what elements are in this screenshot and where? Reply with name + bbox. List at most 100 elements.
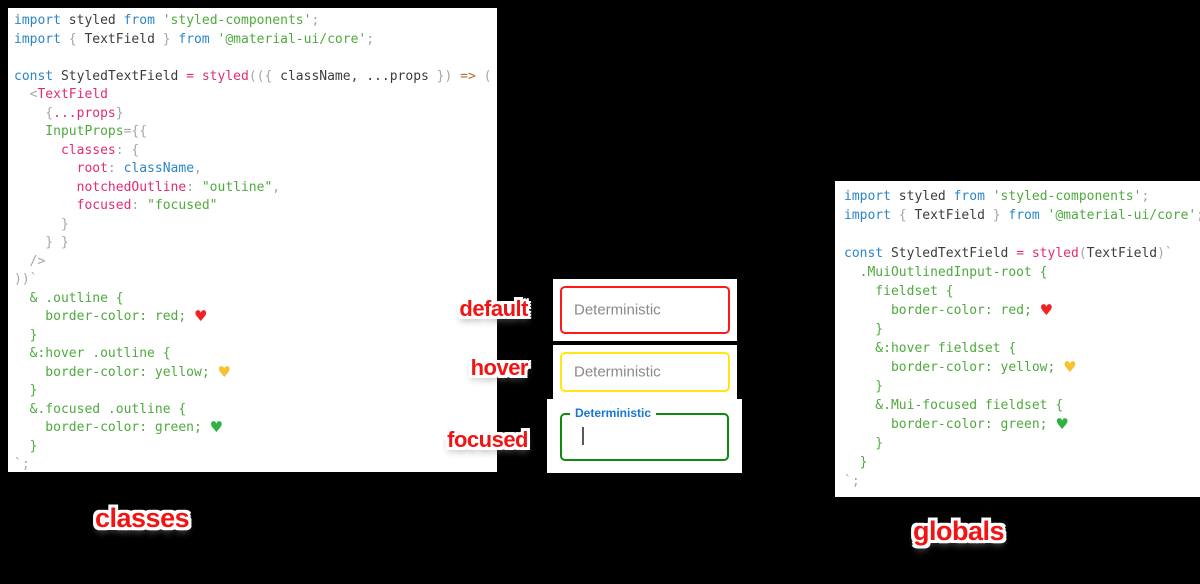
code-token: , [272,179,281,195]
code-token: { [60,31,85,47]
classes-code-panel: import styled from 'styled-components';i… [8,8,497,472]
code-line: /> [14,253,497,272]
code-token: } [115,105,124,121]
code-token: } [154,31,179,47]
textfield-default-input[interactable]: Deterministic [560,286,730,334]
code-token: "outline" [201,179,273,195]
code-token: => [452,68,476,84]
code-line: } [14,382,497,401]
code-line: border-color: yellow; ♥ [14,364,497,383]
code-line: import styled from 'styled-components'; [14,12,497,31]
code-token: `; [844,474,860,489]
code-token: (({ [248,68,281,84]
code-token: ( [1078,246,1087,261]
code-line: fieldset { [844,282,1200,301]
code-line: & .outline { [14,290,497,309]
code-line: const StyledTextField = styled(({ classN… [14,68,497,87]
code-token: &:hover fieldset { [844,341,1017,356]
code-token: } [14,216,69,232]
code-token: border-color: green; [844,417,1056,432]
code-token: } [14,327,38,343]
code-token: { [890,208,915,223]
code-token: : [107,161,124,176]
heart-red-icon: ♥ [1039,301,1054,319]
code-token: className, ...props [280,68,429,84]
code-line [844,225,1200,244]
code-token: 'styled-components' [984,189,1142,204]
textfield-focused-input[interactable]: Deterministic [560,406,729,461]
code-token: const [844,246,884,261]
state-label-default: default [459,296,528,321]
code-line: `; [844,472,1200,491]
code-token: , [194,161,202,176]
heart-green-icon: ♥ [209,418,224,436]
code-token: : [186,179,202,195]
code-line: {...props} [14,105,497,124]
code-line: border-color: green; ♥ [844,415,1200,434]
code-token: from [953,189,985,204]
textfield-hover-input[interactable]: Deterministic [560,352,730,392]
globals-caption: globals [913,516,1005,546]
textfield-focused-card: Deterministic [547,399,742,473]
code-token: border-color: red; [844,303,1040,318]
code-token: border-color: red; [14,309,195,324]
code-token: border-color: green; [14,420,210,435]
code-token: '@material-ui/core' [1039,208,1197,223]
code-token: ( [475,68,492,84]
code-token: '@material-ui/core' [209,31,367,47]
code-token: import [14,13,61,28]
code-token: notchedOutline [14,179,187,195]
code-token: ...props [53,105,116,121]
code-token: TextField [1086,246,1158,261]
textfield-focused-floating-label: Deterministic [570,406,657,420]
code-line: &:hover fieldset { [844,339,1200,358]
code-token: StyledTextField [883,246,1017,261]
textfield-hover-card: Deterministic [553,345,737,399]
code-line: ))` [14,271,497,290]
code-line: import { TextField } from '@material-ui/… [844,206,1200,225]
code-token: } [844,379,884,394]
code-token: InputProps [14,124,124,139]
code-token: & .outline { [14,290,124,306]
code-line: border-color: red; ♥ [14,308,497,327]
code-token: styled [890,189,954,204]
code-token: ; [1141,189,1150,204]
code-line: import { TextField } from '@material-ui/… [14,31,497,50]
code-line: } } [14,234,497,253]
code-line: root: className, [14,160,497,179]
text-cursor [582,427,584,445]
code-token: from [123,13,155,28]
code-token: TextField [914,208,985,223]
code-line [14,49,497,68]
textfield-hover-label: Deterministic [574,363,661,381]
code-token: )` [1157,246,1173,261]
code-line: const StyledTextField = styled(TextField… [844,244,1200,263]
code-token: /> [14,253,46,269]
code-token: } [14,438,38,454]
code-token: } [14,383,38,398]
code-token: root [14,161,108,176]
code-token: &:hover .outline { [14,346,171,361]
code-line: &.focused .outline { [14,401,497,420]
heart-red-icon: ♥ [194,307,208,325]
code-line: } [14,438,497,457]
code-token: TextField [84,31,155,47]
code-line: border-color: green; ♥ [14,419,497,438]
code-line: <TextField [14,86,497,105]
code-line: import styled from 'styled-components'; [844,187,1200,206]
code-token: TextField [37,87,108,102]
code-line: InputProps={{ [14,123,497,142]
code-token: { [14,105,54,121]
textfield-default-card: Deterministic [553,279,737,341]
code-line: focused: "focused" [14,197,497,216]
code-token: ; [1196,208,1200,223]
code-token: classes [14,142,116,158]
state-label-focused: focused [447,427,528,452]
code-token: }) [428,68,453,84]
code-token: &.Mui-focused fieldset { [844,398,1064,413]
code-token: .MuiOutlinedInput-root { [844,265,1048,280]
code-token: } [844,322,884,337]
code-token: = styled [186,68,249,84]
code-line: } [844,434,1200,453]
